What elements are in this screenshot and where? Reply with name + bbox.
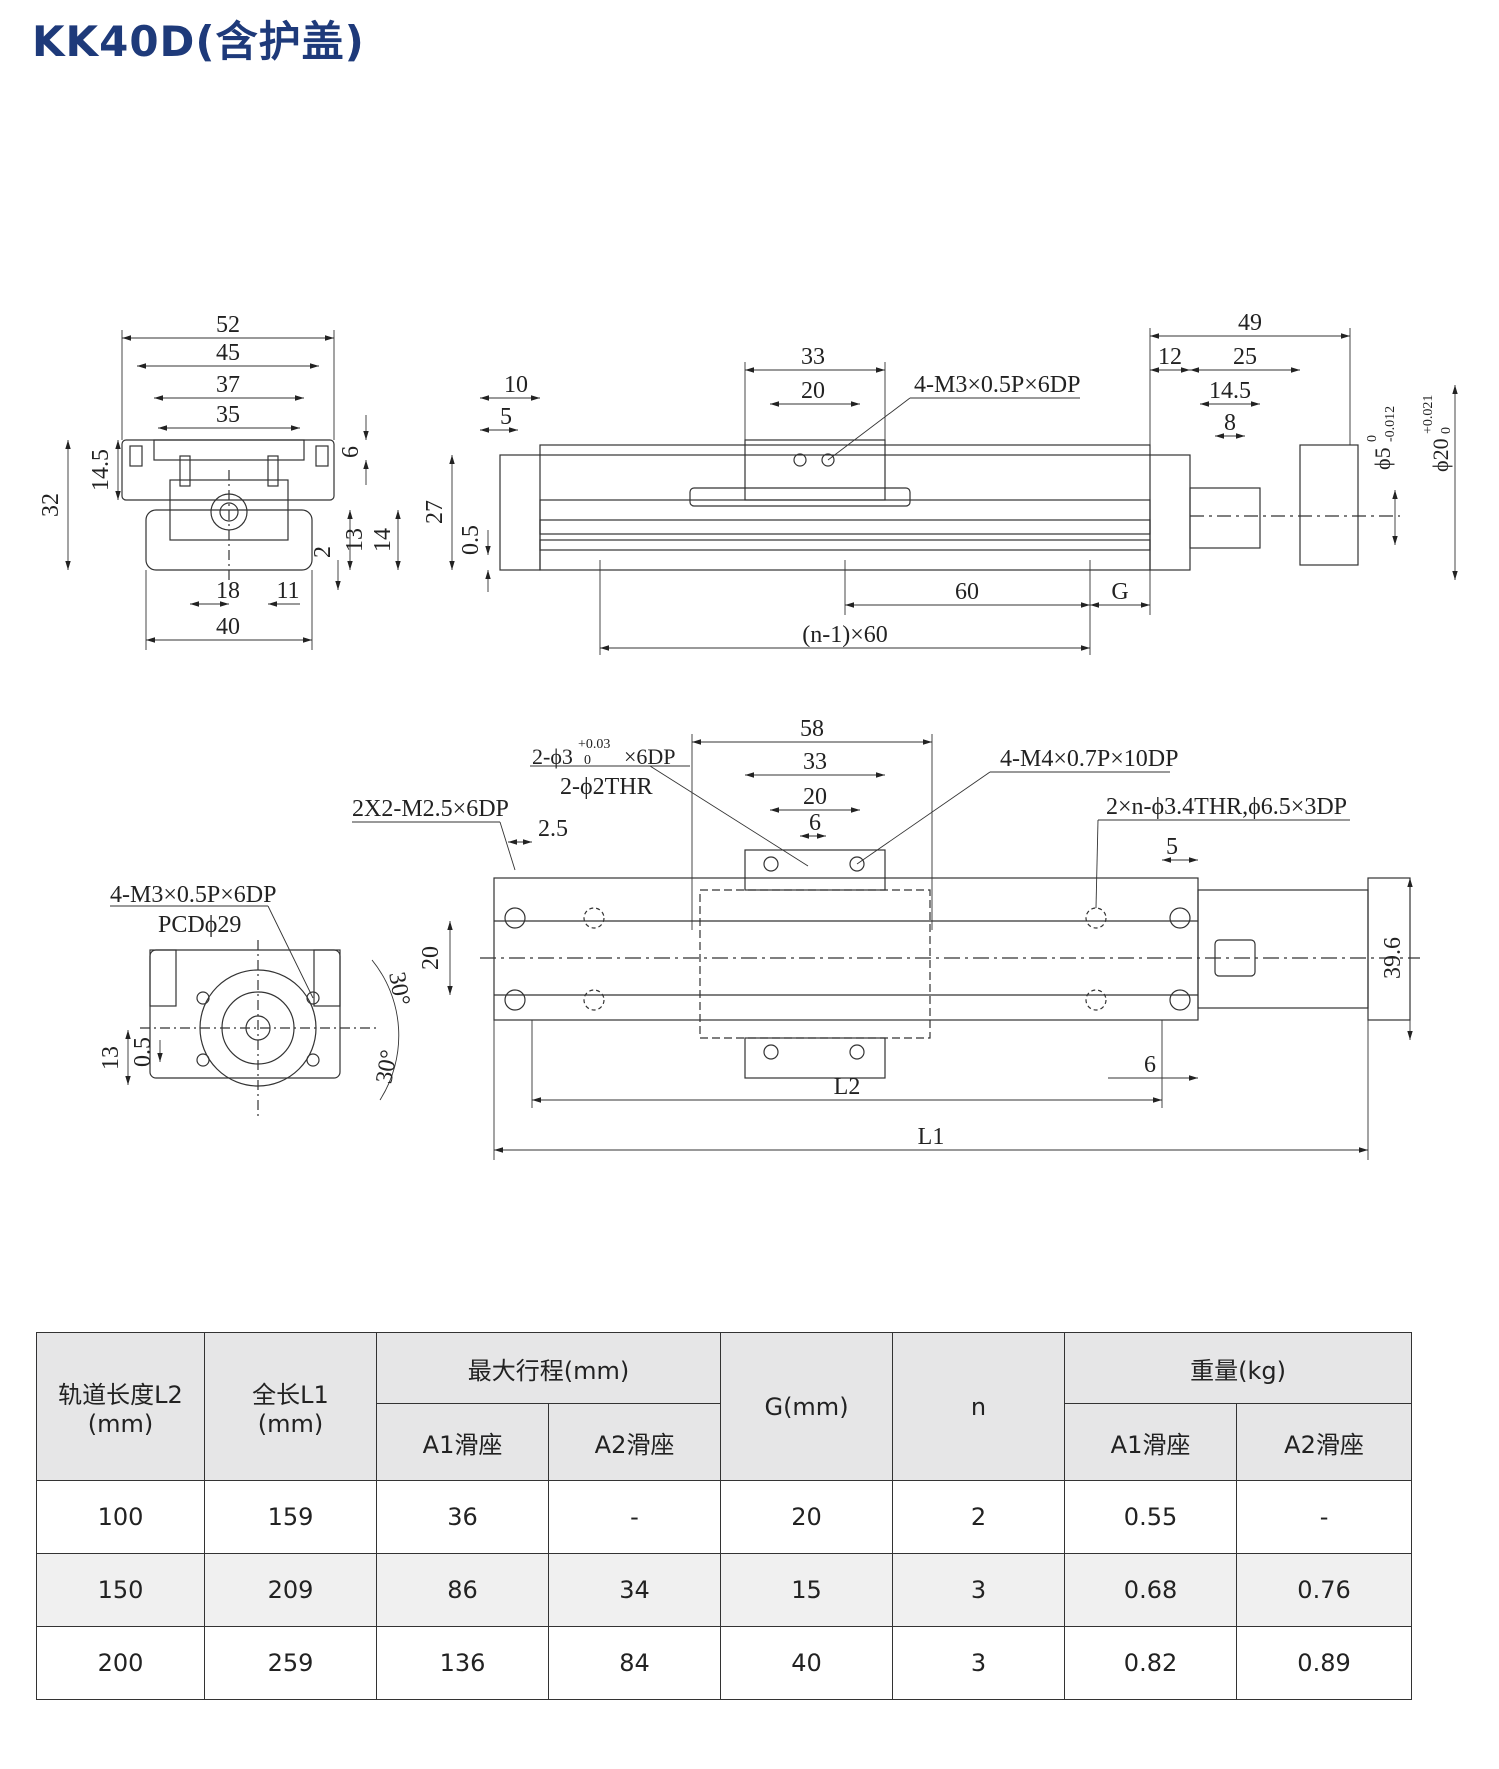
header-l1: 全长L1(mm) <box>204 1332 377 1481</box>
svg-text:×6DP: ×6DP <box>624 744 676 769</box>
svg-text:0.5: 0.5 <box>458 525 484 555</box>
svg-text:4-M3×0.5P×6DP: 4-M3×0.5P×6DP <box>110 882 276 908</box>
svg-text:30°: 30° <box>383 970 414 1008</box>
svg-text:20: 20 <box>803 784 827 810</box>
svg-text:G: G <box>1111 579 1128 605</box>
svg-text:0: 0 <box>1365 435 1380 442</box>
side-view <box>449 328 1458 655</box>
svg-text:20: 20 <box>418 946 444 970</box>
svg-text:20: 20 <box>801 378 825 404</box>
svg-text:(n-1)×60: (n-1)×60 <box>802 622 888 648</box>
header-g: G(mm) <box>720 1332 894 1481</box>
spec-table: 轨道长度L2(mm) 全长L1(mm) 最大行程(mm) G(mm) n 重量(… <box>36 1332 1413 1700</box>
svg-text:14.5: 14.5 <box>88 449 114 491</box>
svg-text:ϕ20: ϕ20 <box>1428 438 1453 472</box>
top-view-labels: 2-ϕ3 +0.03 0 ×6DP 2-ϕ2THR 58 33 20 6 4-M… <box>352 716 1406 1150</box>
svg-text:5: 5 <box>500 404 512 430</box>
svg-text:2-ϕ3: 2-ϕ3 <box>532 744 573 769</box>
svg-text:14: 14 <box>370 528 396 552</box>
svg-text:8: 8 <box>1224 410 1236 436</box>
svg-text:30°: 30° <box>371 1048 402 1086</box>
svg-text:L1: L1 <box>918 1124 945 1150</box>
svg-text:2-ϕ2THR: 2-ϕ2THR <box>560 774 653 800</box>
svg-text:2: 2 <box>310 546 336 558</box>
svg-text:27: 27 <box>422 500 448 524</box>
svg-text:37: 37 <box>216 372 240 398</box>
svg-text:60: 60 <box>955 579 979 605</box>
svg-text:+0.021: +0.021 <box>1421 395 1436 434</box>
svg-text:6: 6 <box>809 810 821 836</box>
top-view <box>352 734 1420 1160</box>
svg-text:4-M4×0.7P×10DP: 4-M4×0.7P×10DP <box>1000 746 1178 772</box>
svg-text:L2: L2 <box>834 1074 861 1100</box>
svg-text:-0.012: -0.012 <box>1383 406 1398 442</box>
svg-text:5: 5 <box>1166 834 1178 860</box>
svg-text:25: 25 <box>1233 344 1257 370</box>
header-weight: 重量(kg) <box>1064 1332 1413 1404</box>
svg-text:52: 52 <box>216 312 240 338</box>
svg-text:12: 12 <box>1158 344 1182 370</box>
svg-text:35: 35 <box>216 402 240 428</box>
svg-text:40: 40 <box>216 614 240 640</box>
svg-text:0.5: 0.5 <box>130 1037 156 1067</box>
svg-text:11: 11 <box>276 578 299 604</box>
svg-text:33: 33 <box>803 749 827 775</box>
header-stroke-a1: A1滑座 <box>376 1403 549 1481</box>
header-weight-a1: A1滑座 <box>1064 1403 1238 1481</box>
header-stroke: 最大行程(mm) <box>375 1332 722 1404</box>
svg-text:6: 6 <box>338 446 364 458</box>
svg-text:13: 13 <box>98 1046 124 1070</box>
svg-text:2×n-ϕ3.4THR,ϕ6.5×3DP: 2×n-ϕ3.4THR,ϕ6.5×3DP <box>1106 794 1347 820</box>
svg-text:13: 13 <box>342 528 368 552</box>
end-view <box>65 330 401 650</box>
header-l2: 轨道长度L2(mm) <box>36 1332 205 1481</box>
svg-text:33: 33 <box>801 344 825 370</box>
svg-text:18: 18 <box>216 578 240 604</box>
svg-text:4-M3×0.5P×6DP: 4-M3×0.5P×6DP <box>914 372 1080 398</box>
svg-text:32: 32 <box>38 493 64 517</box>
svg-text:14.5: 14.5 <box>1209 378 1251 404</box>
svg-text:49: 49 <box>1238 310 1262 336</box>
svg-text:39.6: 39.6 <box>1380 937 1406 979</box>
page-title: KK40D(含护盖) <box>32 17 365 66</box>
motor-view-labels: 4-M3×0.5P×6DP PCDϕ29 30° 30° 13 0.5 <box>98 882 415 1086</box>
end-view-labels: 52 45 37 35 14.5 6 32 2 13 14 18 11 40 <box>38 312 396 640</box>
svg-text:ϕ5: ϕ5 <box>1370 447 1395 470</box>
svg-text:45: 45 <box>216 340 240 366</box>
motor-view <box>110 905 400 1120</box>
svg-text:10: 10 <box>504 372 528 398</box>
svg-text:PCDϕ29: PCDϕ29 <box>158 912 241 938</box>
svg-text:2X2-M2.5×6DP: 2X2-M2.5×6DP <box>352 796 509 822</box>
svg-text:+0.03: +0.03 <box>578 737 610 752</box>
svg-text:0: 0 <box>584 753 591 768</box>
header-stroke-a2: A2滑座 <box>547 1403 722 1481</box>
svg-text:6: 6 <box>1144 1052 1156 1078</box>
svg-text:0: 0 <box>1439 427 1454 434</box>
header-n: n <box>892 1332 1066 1481</box>
header-weight-a2: A2滑座 <box>1236 1403 1413 1481</box>
svg-text:2.5: 2.5 <box>538 816 568 842</box>
svg-text:58: 58 <box>800 716 824 742</box>
technical-drawing: 52 45 37 35 14.5 6 32 2 13 14 18 11 40 <box>38 310 1458 1160</box>
side-view-labels: 10 5 33 20 4-M3×0.5P×6DP 27 0.5 60 G (n-… <box>422 310 1454 648</box>
